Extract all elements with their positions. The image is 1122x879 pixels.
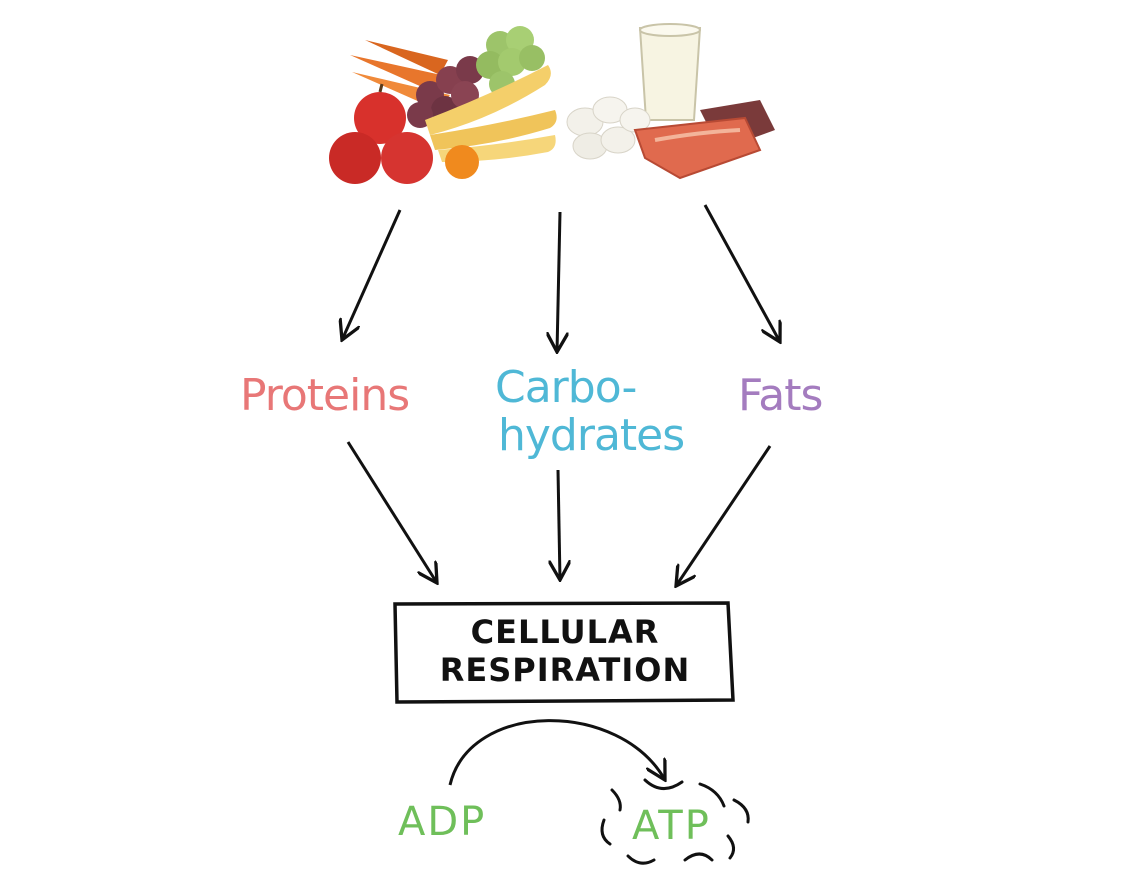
process-label-line1: CELLULAR bbox=[470, 613, 660, 651]
energy-burst-icon bbox=[600, 778, 750, 865]
food-illustration bbox=[329, 23, 775, 184]
arrow-to-carbohydrates bbox=[557, 211, 560, 352]
arrow-carbohydrates-to-respiration bbox=[558, 469, 560, 580]
carbohydrates-label-line2: hydrates bbox=[498, 410, 685, 461]
cellular-respiration-box bbox=[393, 601, 735, 704]
arrows-food-to-nutrients bbox=[342, 204, 780, 352]
arrow-to-fats bbox=[703, 204, 780, 342]
adp-label: ADP bbox=[398, 799, 487, 845]
carbohydrates-label-line1: Carbo- bbox=[495, 362, 637, 413]
arrows-nutrients-to-respiration bbox=[346, 441, 772, 586]
arrow-to-proteins bbox=[342, 209, 402, 340]
bananas-icon bbox=[425, 65, 557, 162]
fats-label: Fats bbox=[738, 370, 823, 421]
milk-glass-icon bbox=[638, 23, 702, 121]
arrow-proteins-to-respiration bbox=[346, 441, 437, 583]
orange-icon bbox=[445, 145, 479, 179]
atp-label: ATP bbox=[632, 803, 711, 849]
adp-to-atp-arrow bbox=[448, 719, 665, 786]
proteins-label: Proteins bbox=[240, 370, 410, 421]
apples-icon bbox=[329, 83, 433, 184]
arrow-fats-to-respiration bbox=[676, 445, 772, 586]
process-label-line2: RESPIRATION bbox=[439, 651, 691, 689]
meat-icon bbox=[633, 100, 775, 180]
eggs-icon bbox=[566, 96, 651, 160]
